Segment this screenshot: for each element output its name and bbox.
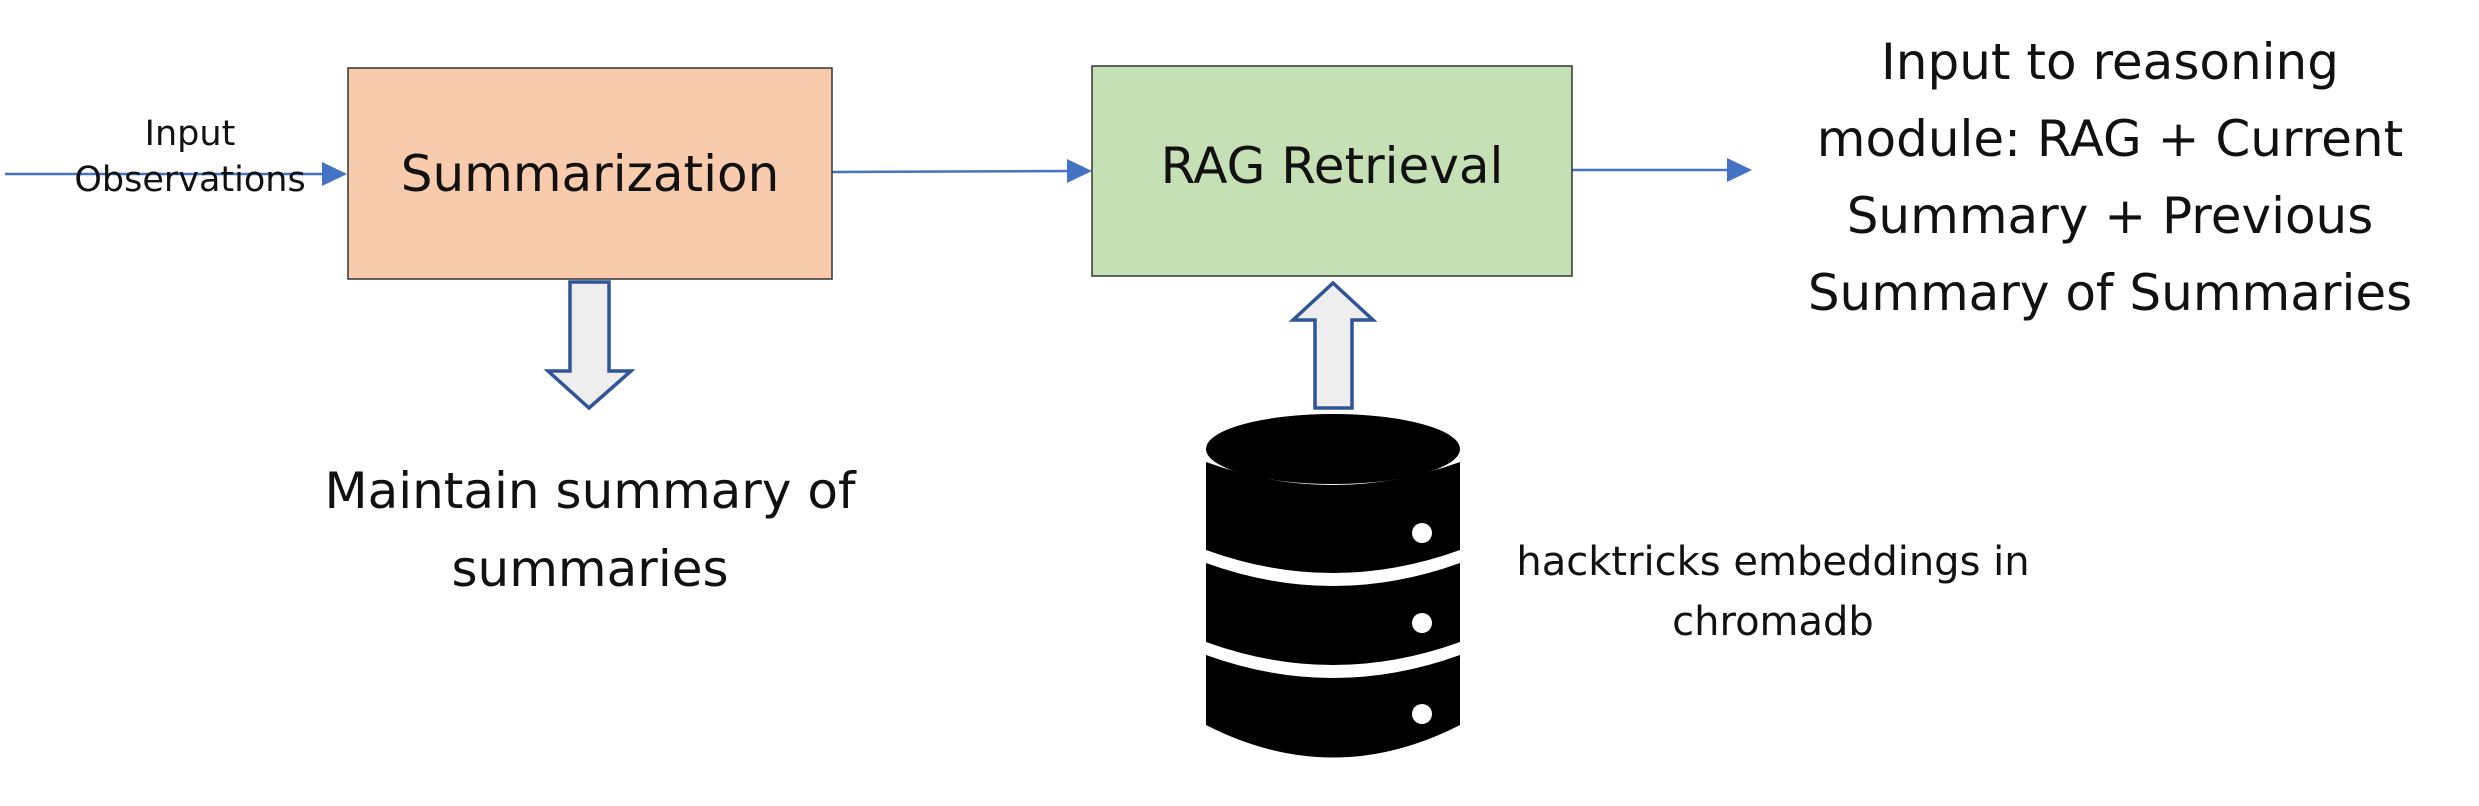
summarization-label: Summarization (400, 144, 780, 203)
maintain-summary-label: Maintain summary of summaries (270, 452, 910, 608)
rag-to-output-arrowhead (1727, 158, 1752, 182)
database-label: hacktricks embeddings in chromadb (1478, 532, 2068, 652)
output-label-line-3: Summary + Previous (1846, 187, 2374, 245)
database-label-line-1: hacktricks embeddings in (1516, 539, 2030, 585)
summarization-to-rag-arrow (831, 169, 1081, 174)
input-label-line-1: Input (144, 114, 236, 154)
output-label-line-4: Summary of Summaries (1807, 264, 2413, 322)
summarization-box (347, 67, 833, 280)
rag-retrieval-box (1091, 65, 1573, 277)
rag-retrieval-label: RAG Retrieval (1160, 137, 1504, 195)
database-label-line-2: chromadb (1672, 599, 1874, 645)
summarization-to-rag-arrowhead (1067, 159, 1092, 183)
maintain-summary-line-1: Maintain summary of (324, 462, 856, 520)
input-flow-arrowhead (322, 162, 347, 186)
maintain-summary-line-2: summaries (451, 540, 729, 598)
input-label-line-2: Observations (74, 159, 306, 200)
database-icon (1206, 414, 1460, 758)
output-label: Input to reasoning module: RAG + Current… (1760, 24, 2460, 332)
block-arrow-down-icon (543, 280, 636, 411)
output-label-line-1: Input to reasoning (1881, 33, 2339, 91)
output-label-line-2: module: RAG + Current (1816, 110, 2404, 168)
input-label: Input Observations (40, 112, 340, 203)
block-arrow-up-icon (1288, 280, 1378, 410)
